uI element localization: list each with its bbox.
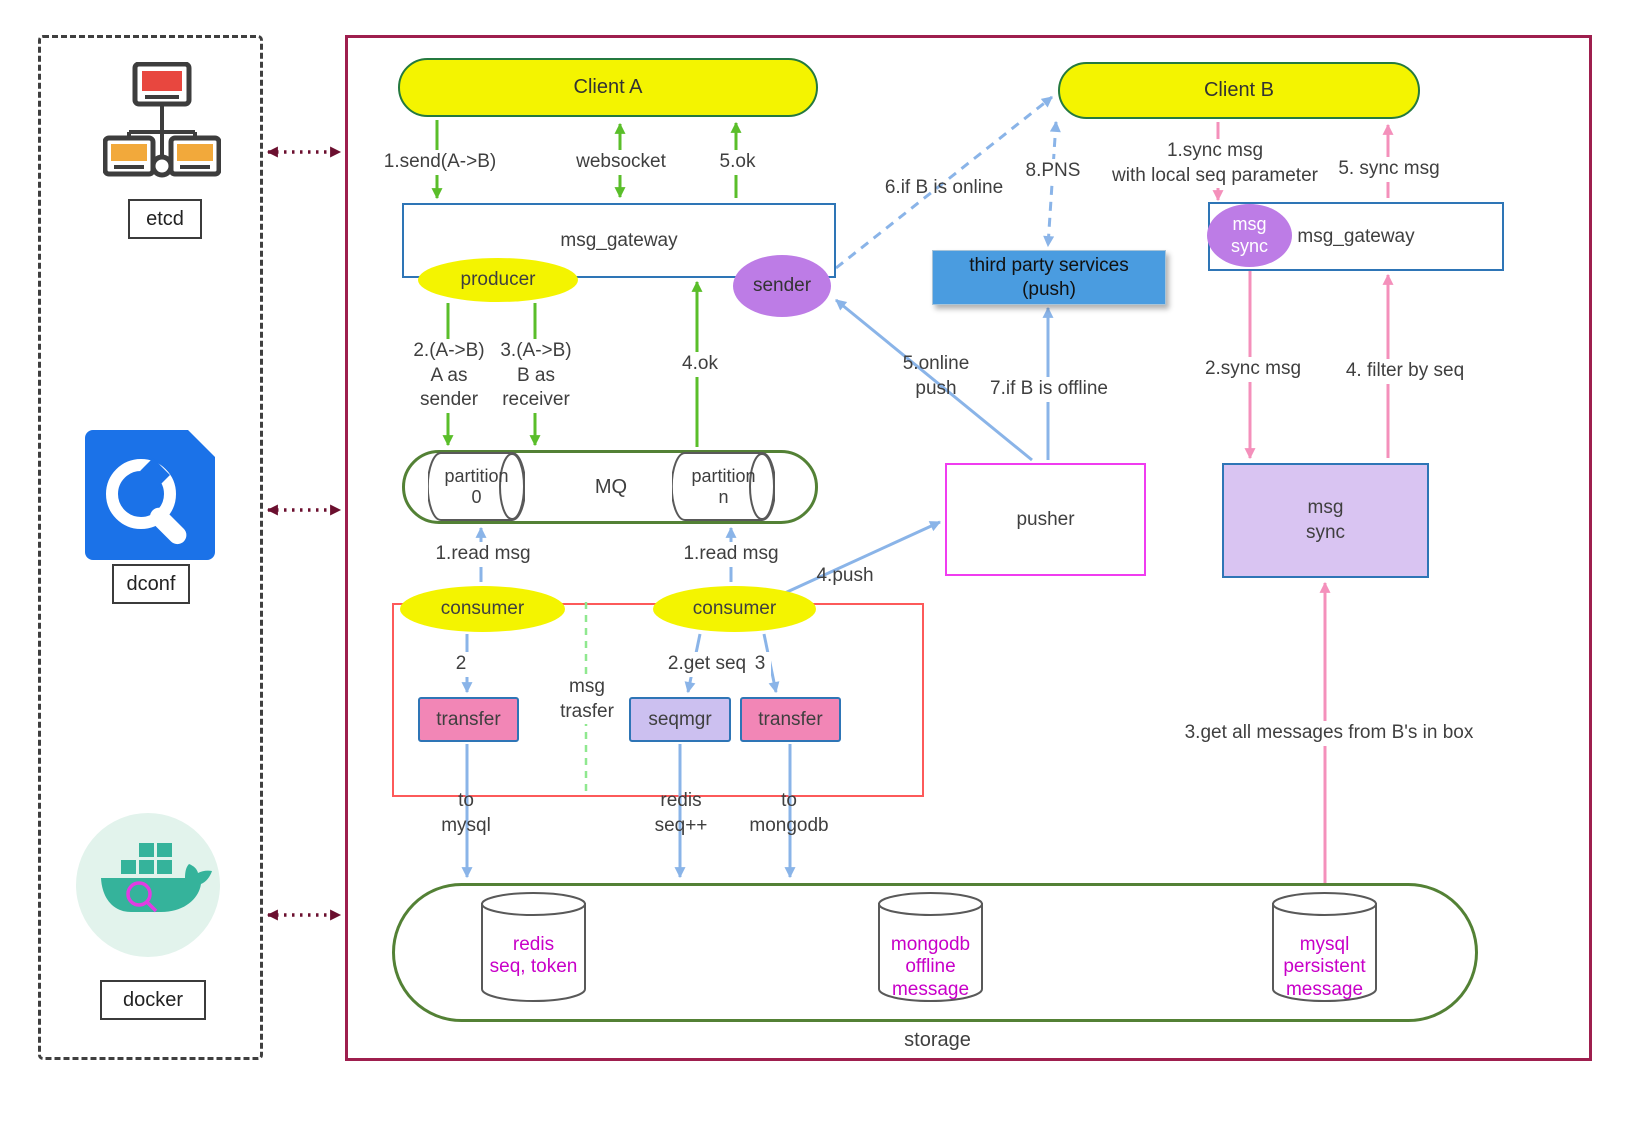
edge-label-2-sync-msg: 2.sync msg [1200,357,1306,382]
edge-label-step-3: 3 [749,652,771,677]
third-party-services-node: third party services (push) [932,250,1166,305]
client-b-node: Client B [1058,62,1420,119]
docker-label-text: docker [122,988,184,1011]
edge-label-get-all-messages: 3.get all messages from B's in box [1172,721,1486,746]
edge-label-online-push: 5.online push [902,353,970,399]
redis-cylinder-shape [481,892,586,1002]
etcd-label-text: etcd [146,207,184,230]
mongodb-cylinder: mongodb offline message [878,892,983,1002]
sender-ellipse: sender [733,255,831,317]
consumer-right-ellipse: consumer [653,586,816,632]
infrastructure-panel [38,35,263,1060]
edge-label-to-mongodb: to mongodb [749,790,829,836]
edge-label-4-ok: 4.ok [674,352,726,377]
mq-partition-0: partition 0 [428,452,525,521]
pusher-node: pusher [945,463,1146,576]
docker-icon [73,810,223,960]
dconf-label: dconf [112,564,190,604]
edge-label-websocket: websocket [570,150,672,175]
docker-whale-icon [76,813,220,957]
edge-label-redis-seq-increment: redis seq++ [654,790,708,836]
edge-label-read-msg-left: 1.read msg [432,542,534,567]
group-label-msg-trasfer: msg trasfer [548,675,626,725]
etcd-icon [102,61,222,194]
mysql-cylinder: mysql persistent message [1272,892,1377,1002]
edge-label-pns: 8.PNS [1022,159,1084,184]
edge-label-send-a-to-b: 1.send(A->B) [378,150,502,175]
mq-label: MQ [594,476,628,498]
mysql-label: mysql persistent message [1283,934,1366,1000]
storage-label: storage [904,1029,971,1051]
etcd-label: etcd [128,199,202,239]
partition-n-label: partition n [691,465,756,507]
client-a-node: Client A [398,58,818,117]
redis-label: redis seq, token [489,934,578,978]
mq-partition-n: partition n [672,452,775,521]
docker-label: docker [100,980,206,1020]
edge-label-to-mysql: to mysql [441,790,491,836]
transfer-right-node: transfer [740,697,841,742]
edge-label-b-as-receiver: 3.(A->B) B as receiver [491,339,581,414]
main-diagram-frame [345,35,1592,1061]
mongodb-label: mongodb offline message [890,934,971,1000]
edge-label-5-ok: 5.ok [710,150,765,175]
dconf-icon [85,430,215,560]
edge-label-if-b-offline: 7.if B is offline [982,377,1116,402]
edge-label-get-seq: 2.get seq [664,652,750,677]
redis-cylinder: redis seq, token [481,892,586,1002]
mongodb-cylinder-shape [878,892,983,1002]
edge-label-step-2: 2 [450,652,472,677]
transfer-left-node: transfer [418,697,519,742]
msg-sync-node: msg sync [1222,463,1429,578]
seqmgr-node: seqmgr [629,697,731,742]
consumer-left-ellipse: consumer [400,586,565,632]
dconf-wrench-icon [85,430,215,560]
mysql-cylinder-shape [1272,892,1377,1002]
edge-label-4-push: 4.push [816,565,874,586]
edge-label-5-sync-msg: 5. sync msg [1334,157,1444,182]
edge-label-read-msg-right: 1.read msg [680,542,782,567]
etcd-cluster-icon [102,61,222,178]
partition-0-cylinder-shape [428,452,525,521]
edge-label-if-b-online: 6.if B is online [884,177,1004,198]
partition-0-label: partition 0 [444,465,509,507]
msg-sync-ellipse: msg sync [1207,204,1292,267]
edge-label-sync-msg-local-seq: 1.sync msg with local seq parameter [1098,139,1332,189]
partition-n-cylinder-shape [672,452,775,521]
edge-label-filter-by-seq: 4. filter by seq [1334,359,1476,384]
edge-label-a-as-sender: 2.(A->B) A as sender [404,339,494,414]
producer-ellipse: producer [418,258,578,302]
dconf-label-text: dconf [126,572,176,595]
